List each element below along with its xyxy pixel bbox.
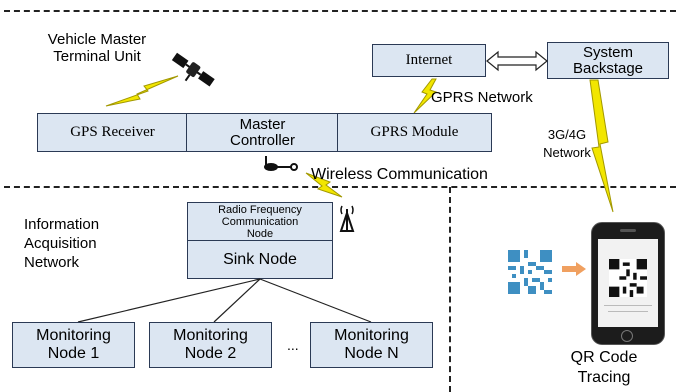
phone-scan-line [608, 311, 648, 312]
middle-separator [4, 186, 676, 188]
wireless-communication-label: Wireless Communication [311, 166, 488, 183]
controller-antenna-icon [264, 156, 298, 171]
internet-backstage-double-arrow [486, 50, 548, 72]
smartphone-icon [591, 222, 665, 345]
cellular-network-label: 3G/4G Network [543, 127, 591, 160]
monitoring-node-n: Monitoring Node N [310, 322, 433, 368]
internet-box: Internet [372, 44, 486, 77]
vehicle-unit-title: Vehicle Master Terminal Unit [47, 31, 147, 65]
rf-node-antenna-icon [339, 205, 355, 232]
vertical-separator [449, 187, 451, 392]
system-backstage-box: System Backstage [547, 42, 669, 79]
satellite-icon [171, 52, 215, 87]
monitoring-node-2: Monitoring Node 2 [149, 322, 272, 368]
gps-signal-lightning [105, 75, 179, 107]
wireless-signal-lightning [305, 172, 343, 198]
phone-screen [598, 239, 658, 327]
nodes-ellipsis: ... [287, 337, 299, 353]
gprs-network-label: GPRS Network [431, 89, 533, 106]
sink-node: Sink Node [187, 240, 333, 279]
phone-home-button [621, 330, 633, 342]
top-separator [4, 10, 676, 12]
qr-code-tracing-label: QR Code Tracing [570, 349, 638, 386]
phone-scan-line [604, 305, 652, 306]
gps-receiver-module: GPS Receiver [37, 113, 188, 152]
gprs-signal-lightning [413, 78, 437, 114]
phone-speaker [620, 229, 636, 232]
scan-arrow-icon [562, 262, 586, 276]
rf-communication-node: Radio Frequency Communication Node [187, 202, 333, 242]
master-controller-module: Master Controller [186, 113, 339, 152]
monitoring-node-1: Monitoring Node 1 [12, 322, 135, 368]
info-network-title: Information Acquisition Network [24, 216, 100, 271]
gprs-module: GPRS Module [337, 113, 492, 152]
cellular-signal-lightning [589, 79, 614, 213]
phone-qr-code-icon [609, 259, 647, 297]
qr-code-icon [508, 250, 552, 294]
